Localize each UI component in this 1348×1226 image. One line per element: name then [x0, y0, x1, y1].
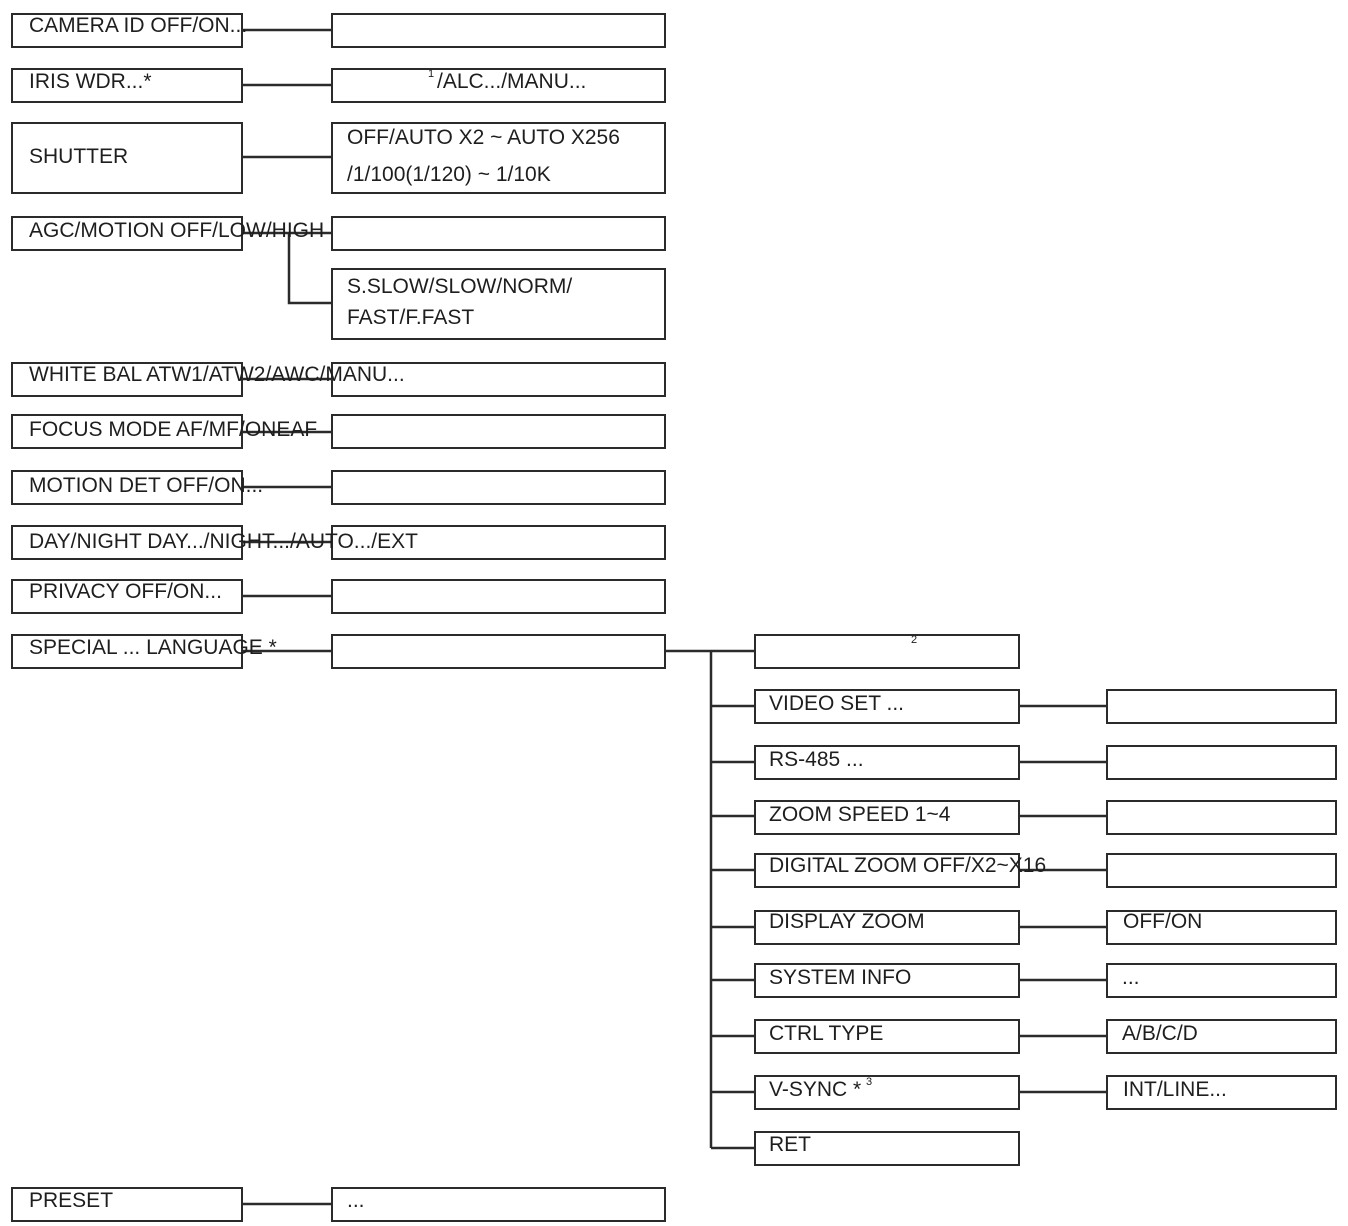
- system-info-value-label: ...: [1122, 966, 1140, 989]
- shutter-value-box: [331, 122, 666, 194]
- digital-zoom-box: [754, 853, 1020, 888]
- zoom-speed-box: [754, 800, 1020, 835]
- ctrl-type-value-label: A/B/C/D: [1122, 1022, 1198, 1045]
- vsync-box: [754, 1075, 1020, 1110]
- ctrl-type-value-box: [1106, 1019, 1337, 1054]
- ctrl-type-label: CTRL TYPE: [769, 1022, 884, 1045]
- privacy-value-box: [331, 579, 666, 614]
- language-footnote-marker: 2: [911, 634, 918, 646]
- motion-det-value-box: [331, 470, 666, 505]
- iris-box: [11, 68, 243, 103]
- ret-box: [754, 1131, 1020, 1166]
- system-info-box: [754, 963, 1020, 998]
- system-info-value-box: [1106, 963, 1337, 998]
- day-night-box: [11, 525, 243, 560]
- special-box: [11, 634, 243, 669]
- shutter-value-line2: /1/100(1/120) ~ 1/10K: [347, 163, 551, 186]
- special-label: SPECIAL ... LANGUAGE *: [29, 636, 277, 659]
- display-zoom-value-box: [1106, 910, 1337, 945]
- vsync-footnote-marker: 3: [866, 1076, 873, 1088]
- privacy-box: [11, 579, 243, 614]
- ctrl-type-box: [754, 1019, 1020, 1054]
- motion-det-label: MOTION DET OFF/ON...: [29, 474, 264, 497]
- agc-label: AGC/MOTION OFF/LOW/HIGH: [29, 219, 325, 242]
- white-bal-value-box: [331, 362, 666, 397]
- day-night-value-box: [331, 525, 666, 560]
- iris-value-label: /ALC.../MANU...: [437, 70, 587, 93]
- motion-det-box: [11, 470, 243, 505]
- iris-label: IRIS WDR...*: [29, 70, 152, 93]
- preset-box: [11, 1187, 243, 1222]
- video-set-value-box: [1106, 689, 1337, 724]
- special-value-box: [331, 634, 666, 669]
- vsync-value-box: [1106, 1075, 1337, 1110]
- privacy-label: PRIVACY OFF/ON...: [29, 580, 222, 603]
- display-zoom-value-label: OFF/ON: [1123, 910, 1203, 933]
- agc-value-line1: S.SLOW/SLOW/NORM/: [347, 275, 573, 298]
- system-info-label: SYSTEM INFO: [769, 966, 912, 989]
- vsync-label: V-SYNC *: [769, 1078, 862, 1101]
- camera-id-value-box: [331, 13, 666, 48]
- display-zoom-label: DISPLAY ZOOM: [769, 910, 925, 933]
- agc-value-box: [331, 216, 666, 251]
- shutter-box: [11, 122, 243, 194]
- digital-zoom-label: DIGITAL ZOOM OFF/X2~X16: [769, 854, 1047, 877]
- vsync-value-label: INT/LINE...: [1123, 1078, 1227, 1101]
- rs485-label: RS-485 ...: [769, 748, 864, 771]
- day-night-label: DAY/NIGHT DAY.../NIGHT.../AUTO.../EXT: [29, 530, 418, 553]
- agc-motion-value-box: [331, 268, 666, 340]
- digital-zoom-value-box: [1106, 853, 1337, 888]
- rs485-box: [754, 745, 1020, 780]
- preset-value-label: ...: [347, 1189, 365, 1212]
- iris-value-box: [331, 68, 666, 103]
- focus-label: FOCUS MODE AF/MF/ONEAF: [29, 418, 318, 441]
- video-set-label: VIDEO SET ...: [769, 692, 904, 715]
- preset-label: PRESET: [29, 1189, 114, 1212]
- agc-box: [11, 216, 243, 251]
- display-zoom-box: [754, 910, 1020, 945]
- camera-id-label: CAMERA ID OFF/ON...: [29, 14, 248, 37]
- preset-value-box: [331, 1187, 666, 1222]
- video-set-box: [754, 689, 1020, 724]
- ret-label: RET: [769, 1133, 811, 1156]
- zoom-speed-label: ZOOM SPEED 1~4: [769, 803, 951, 826]
- focus-value-box: [331, 414, 666, 449]
- camera-id-box: [11, 13, 243, 48]
- focus-box: [11, 414, 243, 449]
- shutter-label: SHUTTER: [29, 145, 129, 168]
- iris-footnote-marker: 1: [428, 68, 435, 80]
- white-bal-label: WHITE BAL ATW1/ATW2/AWC/MANU...: [29, 363, 405, 386]
- language-box: [754, 634, 1020, 669]
- zoom-speed-value-box: [1106, 800, 1337, 835]
- white-bal-box: [11, 362, 243, 397]
- rs485-value-box: [1106, 745, 1337, 780]
- agc-value-line2: FAST/F.FAST: [347, 306, 475, 329]
- shutter-value-line1: OFF/AUTO X2 ~ AUTO X256: [347, 126, 620, 149]
